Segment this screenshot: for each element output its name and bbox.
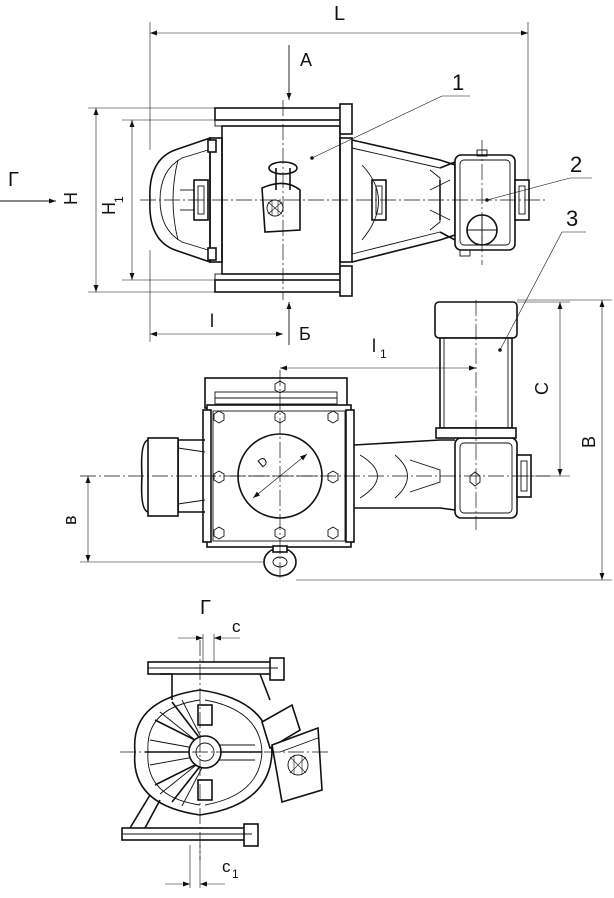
- label-c1-sub: 1: [232, 867, 239, 881]
- callout-3: 3: [566, 206, 578, 231]
- label-l: l: [210, 311, 214, 331]
- label-B: B: [579, 436, 599, 448]
- labels: L A Г H H 1 l Б l 1 C B в D Г c c 1 1 2 …: [8, 3, 599, 881]
- callout-1: 1: [452, 70, 464, 95]
- label-gamma-arrow: Г: [8, 169, 19, 191]
- top-view: [0, 22, 592, 345]
- label-b: в: [60, 515, 80, 525]
- label-c: c: [232, 617, 241, 636]
- label-H1-sub: 1: [112, 196, 126, 203]
- label-H: H: [61, 192, 81, 205]
- label-L: L: [334, 3, 345, 25]
- label-C: C: [532, 382, 552, 395]
- label-H1: H: [99, 202, 119, 215]
- callout-2: 2: [570, 152, 582, 177]
- top-right-housing: [351, 139, 456, 263]
- label-A: A: [300, 50, 312, 70]
- label-B-cyr: Б: [299, 324, 311, 344]
- label-gamma-view: Г: [200, 597, 211, 619]
- top-hatch-mark: [266, 199, 284, 217]
- label-l1-sub: 1: [380, 347, 387, 361]
- top-gearbox: [429, 149, 530, 257]
- view-gamma: [120, 634, 330, 888]
- gamma-hatch-mark: [287, 754, 309, 776]
- side-view: [80, 231, 612, 581]
- label-l1: l: [372, 336, 376, 356]
- label-c1: c: [222, 857, 231, 876]
